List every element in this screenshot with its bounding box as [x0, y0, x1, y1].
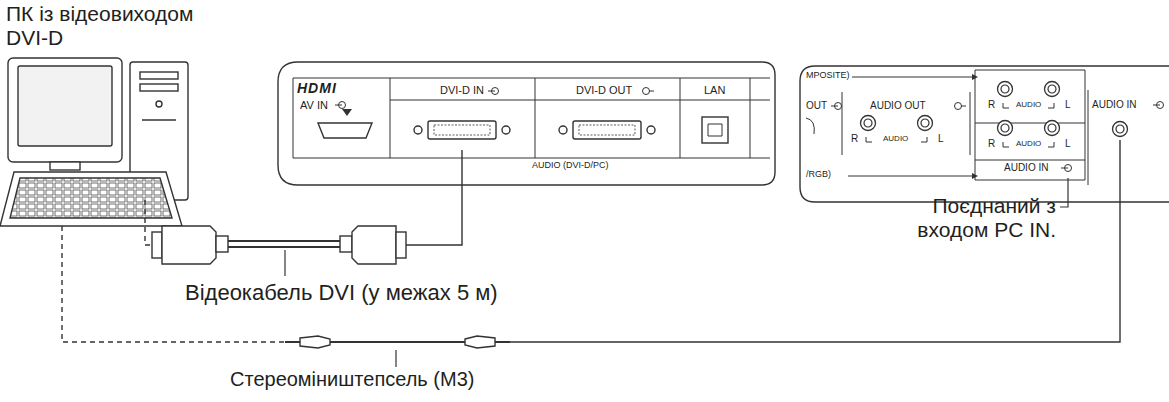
terminal-panel: [708, 124, 722, 136]
dvi-cable: [340, 236, 352, 252]
pc-illustration: [0, 172, 182, 226]
terminal-label: AUDIO OUT: [870, 100, 926, 112]
terminal-panel: [318, 123, 372, 138]
audio-jack: [1045, 82, 1060, 97]
channel-label: L: [938, 133, 944, 145]
terminal-panel: [842, 70, 1088, 185]
dvi-cable: [145, 150, 462, 264]
terminal-label: DVI-D OUT: [576, 84, 632, 97]
channel-label: AUDIO: [1016, 139, 1041, 148]
audio-cable: [62, 140, 1120, 348]
terminal-label: AV IN: [300, 99, 328, 112]
input-icon: [831, 103, 842, 110]
pc-illustration: [10, 178, 172, 218]
callout-note: Поєднаний з входом PC IN.: [866, 194, 1056, 242]
terminal-label: AUDIO IN: [1004, 162, 1048, 174]
terminal-label: OUT: [806, 100, 827, 112]
dvi-cable: [216, 236, 228, 252]
audio-cable: [495, 341, 510, 343]
audio-cable: [300, 336, 330, 348]
dvi-cable: [352, 226, 396, 264]
audio-jack: [918, 116, 933, 131]
terminal-panel: [502, 126, 510, 134]
output-icon: [955, 103, 962, 110]
terminal-panel: [573, 121, 641, 139]
terminal-label: /RGB): [806, 169, 831, 179]
terminal-panel: [278, 62, 775, 185]
audio-jack: [861, 82, 1128, 137]
audio-jack: [1045, 121, 1060, 136]
terminal-panel: [848, 77, 972, 176]
terminal-label: DVI-D IN: [440, 84, 484, 97]
device-caption: ПК із відеовиходом DVI-D: [6, 2, 241, 50]
terminal-panel: [579, 125, 635, 135]
input-icon: [335, 102, 346, 109]
terminal-label: MPOSITE): [806, 70, 850, 80]
channel-label: L: [1065, 99, 1071, 111]
terminal-label: LAN: [704, 84, 725, 97]
channel-label: AUDIO: [1016, 100, 1041, 109]
terminal-panel: [702, 117, 728, 143]
channel-label: R: [851, 133, 858, 145]
audio-jack: [998, 121, 1013, 136]
terminal-panel: [806, 118, 814, 134]
pc-illustration: [142, 119, 176, 120]
pc-illustration: [50, 162, 80, 170]
audio-cable: [510, 140, 1120, 342]
dvi-cable: [228, 240, 340, 242]
dvi-cable: [396, 232, 406, 258]
dvi-cable: [152, 232, 162, 258]
logo-text: HDMI: [297, 80, 337, 96]
terminal-panel: [434, 125, 490, 135]
pc-illustration: [18, 66, 112, 146]
channel-label: L: [1065, 138, 1071, 150]
audio-cable: [285, 341, 300, 343]
leader-line: [284, 250, 285, 276]
pc-illustration: [0, 58, 188, 226]
terminal-panel: [800, 66, 1169, 202]
audio-cable: [330, 341, 465, 343]
cable-label: Стереоміништепсель (M3): [230, 368, 474, 391]
terminal-panel: [428, 121, 496, 139]
terminal-panel: [559, 126, 567, 134]
dvi-cable: [162, 226, 216, 264]
channel-label: R: [988, 99, 995, 111]
output-icon: [961, 106, 966, 107]
audio-jack: [998, 82, 1013, 97]
input-icon: [831, 102, 1164, 172]
cable-label: Відеокабель DVI (у межах 5 м): [185, 280, 498, 305]
output-icon: [955, 103, 967, 110]
terminal-panel: [414, 126, 422, 134]
pc-illustration: [156, 101, 162, 107]
input-icon: [1153, 102, 1164, 109]
dvi-cable: [145, 200, 152, 245]
terminal-panel: [647, 126, 655, 134]
dvi-cable: [228, 246, 340, 248]
audio-jack: [1113, 122, 1128, 137]
leader-line: [395, 350, 396, 367]
terminal-panel: [800, 66, 1169, 202]
input-icon: [1061, 165, 1072, 172]
output-icon: [649, 91, 654, 92]
terminal-panel: [293, 78, 770, 158]
terminal-label: AUDIO IN: [1092, 99, 1136, 111]
terminal-panel: [342, 109, 352, 116]
pc-illustration: [8, 58, 122, 162]
channel-label: R: [988, 138, 995, 150]
audio-jack: [861, 116, 876, 131]
terminal-panel: [278, 62, 775, 185]
channel-label: AUDIO: [883, 134, 908, 143]
pc-illustration: [140, 72, 178, 79]
output-icon: [643, 88, 655, 95]
pc-illustration: [140, 84, 178, 91]
terminal-label: AUDIO (DVI-D/PC): [532, 160, 609, 170]
dvi-cable: [406, 150, 462, 245]
leader-line: [285, 178, 1068, 367]
audio-cable: [465, 336, 495, 348]
output-icon: [643, 88, 650, 95]
input-icon: [488, 88, 499, 95]
